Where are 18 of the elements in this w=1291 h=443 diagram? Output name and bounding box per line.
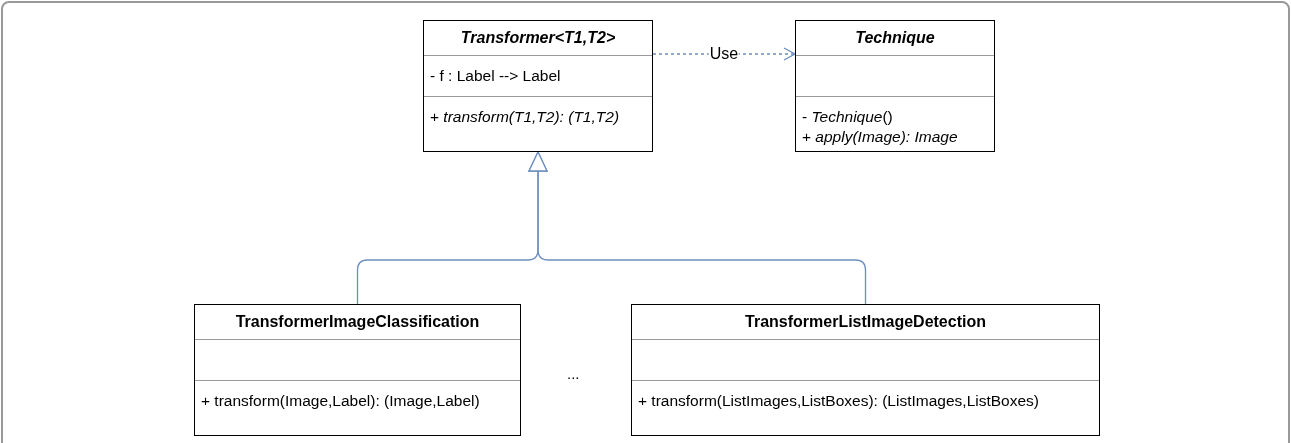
class-name: Technique	[854, 28, 936, 48]
class-name: TransformerImageClassification	[234, 312, 481, 332]
method-text: + transform(Image,Label): (Image,Label)	[201, 391, 481, 411]
attribute-text: - f : Label --> Label	[430, 65, 562, 86]
dependency-arrow	[652, 47, 796, 61]
class-box	[795, 20, 995, 152]
class-name: TransformerListImageDetection	[744, 312, 987, 332]
method-text: + transform(ListImages,ListBoxes): (ListImages,ListBoxes)	[638, 391, 1040, 411]
class-box	[631, 304, 1100, 436]
class-box	[194, 304, 521, 436]
ellipsis-text: ...	[567, 366, 580, 381]
method-text: + transform(T1,T2): (T1,T2)	[430, 107, 621, 127]
edge-label: Use	[708, 46, 740, 62]
class-name: Transformer<T1,T2>	[459, 28, 617, 48]
inheritance-arrow	[528, 151, 867, 305]
method-text: - Technique()	[802, 107, 894, 127]
class-box	[423, 20, 653, 152]
method-text: + apply(Image): Image	[802, 127, 959, 148]
